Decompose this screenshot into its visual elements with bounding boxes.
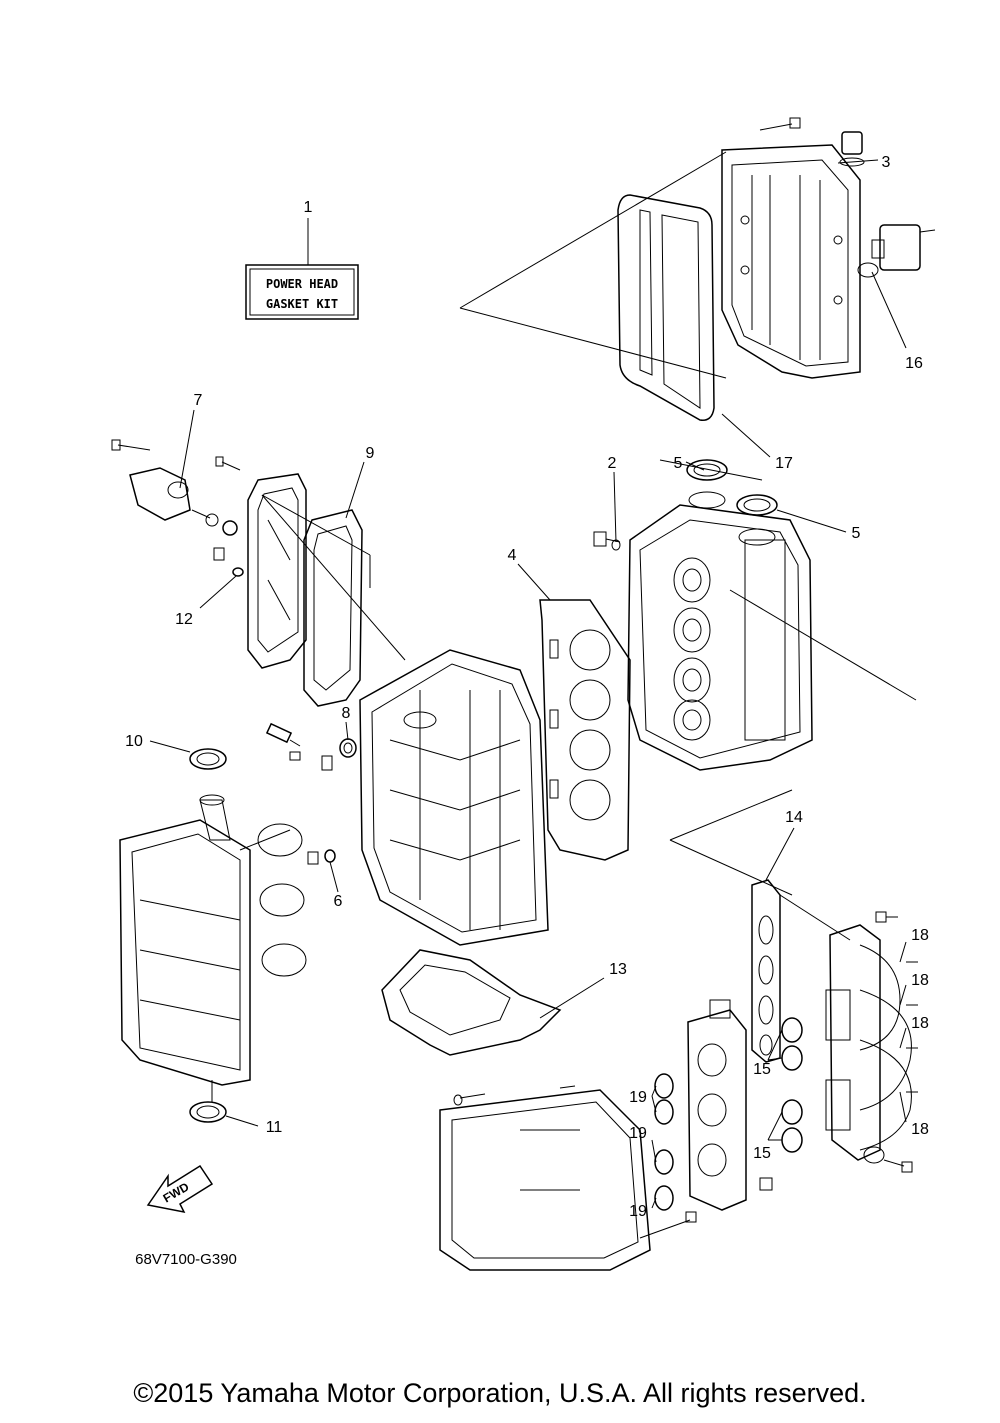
callout-19-a: 19	[629, 1089, 647, 1106]
callout-6: 6	[334, 893, 343, 910]
anode-collar	[339, 738, 357, 758]
callout-15-lower: 15	[753, 1145, 771, 1162]
throttle-o-rings	[654, 1073, 674, 1211]
callout-numbers: 1 2 3 4 5 5 6 7 8 9 10 11 12 13 14 15 15…	[125, 154, 929, 1220]
callout-3: 3	[882, 154, 891, 171]
oil-seal-upper	[686, 459, 778, 516]
top-reference-lines	[459, 151, 727, 379]
callout-19-b: 19	[629, 1125, 647, 1142]
oil-seal-crank-bottom	[189, 1101, 227, 1123]
callout-15-upper: 15	[753, 1061, 771, 1078]
cylinder-head	[627, 491, 813, 771]
callout-17: 17	[775, 455, 793, 472]
thermostat-cover	[111, 439, 191, 521]
callout-16: 16	[905, 355, 923, 372]
callout-1: 1	[304, 199, 313, 216]
callout-10: 10	[125, 733, 143, 750]
exhaust-cover	[215, 456, 307, 669]
callout-5-lower: 5	[852, 525, 861, 542]
callout-19-c: 19	[629, 1203, 647, 1220]
callout-14: 14	[785, 809, 803, 826]
kit-label-line2: GASKET KIT	[266, 297, 338, 311]
fuel-pump	[857, 224, 936, 278]
callout-4: 4	[508, 547, 517, 564]
callout-8: 8	[342, 705, 351, 722]
cylinder-head-cover	[721, 117, 861, 379]
cylinder-head-gasket	[539, 599, 631, 861]
plug-with-gasket	[213, 547, 244, 577]
intake-manifold	[825, 911, 913, 1173]
gasket-kit-label: POWER HEAD GASKET KIT	[245, 218, 359, 320]
upper-casing-gasket	[381, 949, 562, 1056]
manifold-bolts	[906, 961, 918, 1093]
callout-13: 13	[609, 961, 627, 978]
crankcase-assembly	[119, 794, 307, 1102]
diagram-code: 68V7100-G390	[135, 1251, 237, 1268]
forward-direction-arrow: FWD	[146, 1164, 214, 1214]
callout-18-d: 18	[911, 1121, 929, 1138]
exhaust-cover-gasket	[303, 509, 363, 707]
oil-seal-crank-top	[189, 748, 227, 770]
callout-18-b: 18	[911, 972, 929, 989]
oil-filler-cap	[839, 131, 865, 167]
throttle-body	[687, 999, 773, 1211]
head-cover-gasket	[617, 194, 715, 421]
copyright-notice: ©2015 Yamaha Motor Corporation, U.S.A. A…	[133, 1378, 867, 1408]
leader-lines	[149, 159, 907, 1209]
fwd-label: FWD	[161, 1179, 192, 1205]
kit-label-line1: POWER HEAD	[266, 277, 338, 291]
callout-9: 9	[366, 445, 375, 462]
callout-12: 12	[175, 611, 193, 628]
intake-manifold-gasket	[751, 879, 781, 1063]
cylinder-block	[359, 649, 549, 946]
callout-5-upper: 5	[674, 455, 683, 472]
callout-18-c: 18	[911, 1015, 929, 1032]
callout-11: 11	[266, 1119, 283, 1136]
drain-bolt-with-gasket	[307, 849, 336, 865]
callout-7: 7	[194, 392, 203, 409]
intake-o-rings-upper	[781, 1017, 803, 1071]
thermostat	[191, 509, 238, 536]
callout-18-a: 18	[911, 927, 929, 944]
head-reference-lines	[659, 459, 917, 701]
callout-2: 2	[608, 455, 617, 472]
thermo-sensor	[265, 722, 333, 771]
intake-silencer	[439, 1085, 697, 1271]
intake-reference-lines	[669, 789, 851, 941]
block-reference-lines	[261, 494, 406, 661]
intake-o-rings-lower	[781, 1099, 803, 1153]
